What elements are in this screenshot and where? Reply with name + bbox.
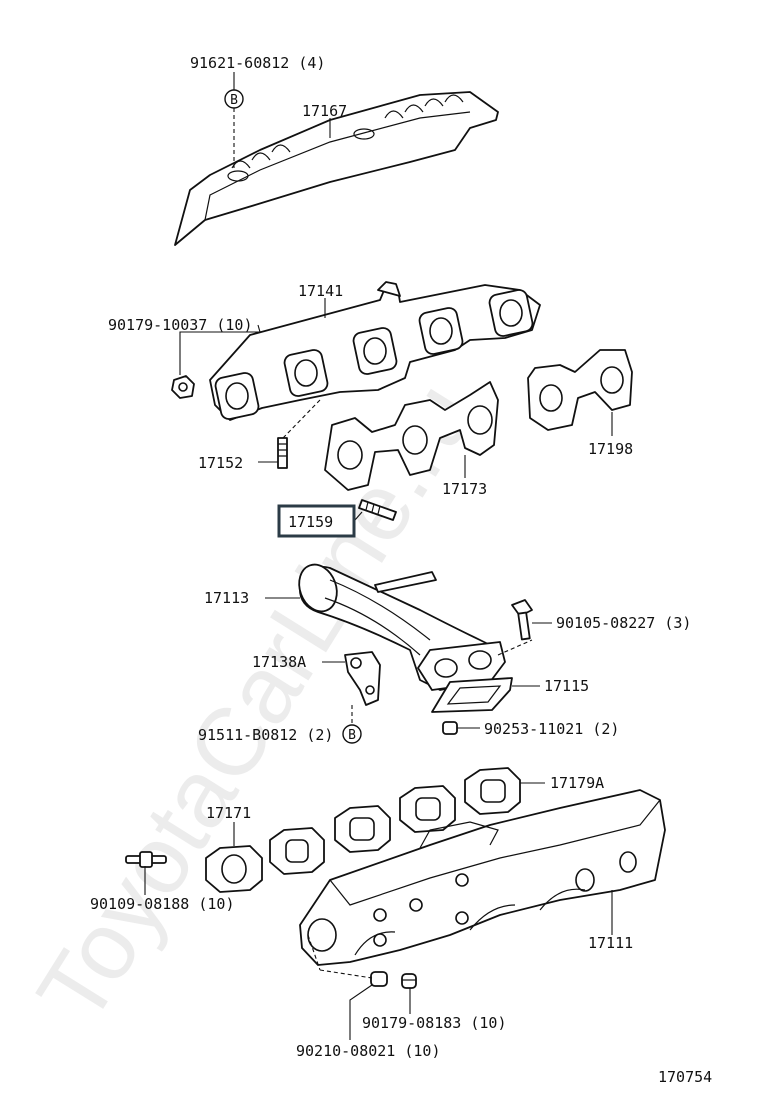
nut-90179-10037[interactable] bbox=[171, 375, 195, 399]
nut-90179-08183[interactable] bbox=[401, 973, 417, 989]
b-marker-top: B bbox=[224, 89, 244, 109]
label-90179-10037[interactable]: 90179-10037 (10) bbox=[108, 316, 253, 334]
stud-17152[interactable] bbox=[277, 437, 288, 469]
label-17141[interactable]: 17141 bbox=[298, 282, 343, 300]
intake-manifold-17111[interactable] bbox=[299, 789, 666, 966]
label-90105-08227[interactable]: 90105-08227 (3) bbox=[556, 614, 691, 632]
gasket-intake-2[interactable] bbox=[269, 827, 325, 875]
label-17138A[interactable]: 17138A bbox=[252, 653, 306, 671]
diagram-id: 170754 bbox=[658, 1068, 712, 1086]
highlight-box-17159 bbox=[277, 504, 356, 538]
exhaust-pipe-17113[interactable] bbox=[293, 559, 506, 691]
label-17159[interactable]: 17159 bbox=[288, 513, 333, 531]
leader-lines bbox=[144, 72, 613, 1040]
label-91621-60812[interactable]: 91621-60812 (4) bbox=[190, 54, 325, 72]
label-17171[interactable]: 17171 bbox=[206, 804, 251, 822]
label-17198[interactable]: 17198 bbox=[588, 440, 633, 458]
bracket-17138A[interactable] bbox=[344, 651, 381, 706]
label-90179-08183[interactable]: 90179-08183 (10) bbox=[362, 1014, 507, 1032]
gasket-17198[interactable] bbox=[527, 349, 633, 431]
label-17152[interactable]: 17152 bbox=[198, 454, 243, 472]
svg-text:B: B bbox=[230, 93, 238, 108]
heat-insulator-17167[interactable] bbox=[174, 91, 499, 246]
union-90109-08188[interactable] bbox=[125, 851, 167, 868]
label-17113[interactable]: 17113 bbox=[204, 589, 249, 607]
label-17111[interactable]: 17111 bbox=[588, 934, 633, 952]
exhaust-manifold-17141[interactable] bbox=[209, 281, 541, 421]
nut-90253-11021[interactable] bbox=[442, 721, 458, 735]
label-17173[interactable]: 17173 bbox=[442, 480, 487, 498]
gasket-intake-3[interactable] bbox=[334, 805, 391, 853]
label-91511-B0812[interactable]: 91511-B0812 (2) bbox=[198, 726, 333, 744]
bolt-90105-08227[interactable] bbox=[511, 599, 533, 641]
label-17167[interactable]: 17167 bbox=[302, 102, 347, 120]
gasket-17173[interactable] bbox=[324, 381, 499, 491]
svg-text:B: B bbox=[348, 728, 356, 743]
label-90253-11021[interactable]: 90253-11021 (2) bbox=[484, 720, 619, 738]
b-marker-bottom: B bbox=[342, 724, 362, 744]
gasket-17115[interactable] bbox=[431, 677, 513, 713]
gasket-intake-4[interactable] bbox=[399, 785, 456, 833]
label-17179A[interactable]: 17179A bbox=[550, 774, 604, 792]
label-90210-08021[interactable]: 90210-08021 (10) bbox=[296, 1042, 441, 1060]
stud-17159[interactable] bbox=[358, 499, 397, 521]
gasket-17171[interactable] bbox=[205, 845, 263, 893]
gasket-17179A[interactable] bbox=[464, 767, 521, 815]
label-17115[interactable]: 17115 bbox=[544, 677, 589, 695]
label-90109-08188[interactable]: 90109-08188 (10) bbox=[90, 895, 235, 913]
nut-90210-08021[interactable] bbox=[370, 971, 388, 987]
